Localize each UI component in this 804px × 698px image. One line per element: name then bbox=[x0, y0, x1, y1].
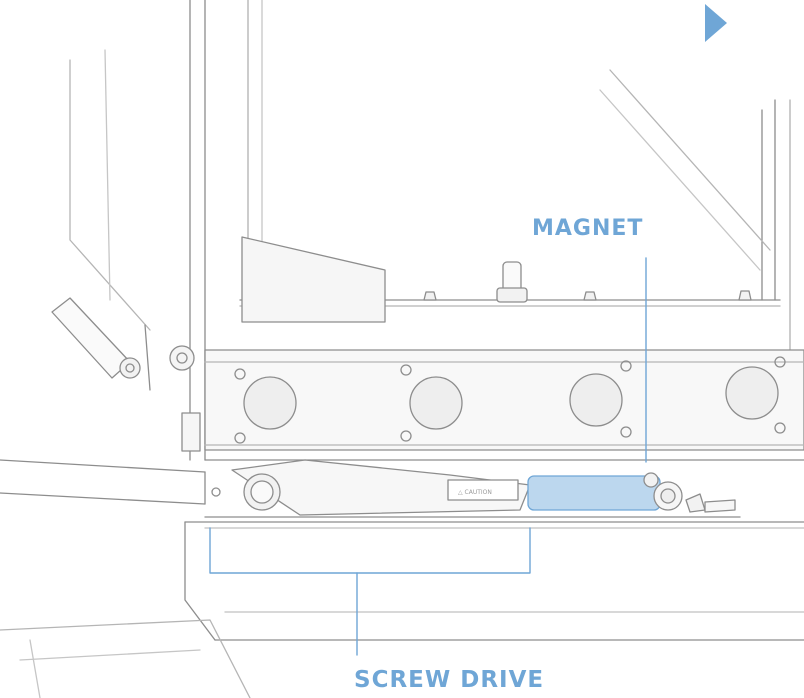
callout-lines bbox=[209, 257, 647, 656]
lower-base bbox=[0, 521, 804, 698]
side-handle bbox=[51, 297, 201, 452]
screw-drive-bracket bbox=[209, 527, 531, 574]
rail-fasteners bbox=[423, 261, 752, 303]
guide-rod bbox=[0, 459, 206, 505]
svg-text:△ CAUTION: △ CAUTION bbox=[458, 489, 492, 496]
bracket-plate bbox=[241, 236, 386, 323]
play-arrow-icon[interactable] bbox=[704, 3, 728, 43]
screw-drive-assembly: △ CAUTION bbox=[204, 459, 804, 518]
hole-plate bbox=[204, 349, 804, 451]
magnet-callout-label: MAGNET bbox=[532, 216, 644, 241]
screw-drive-callout-label: SCREW DRIVE bbox=[354, 667, 545, 693]
